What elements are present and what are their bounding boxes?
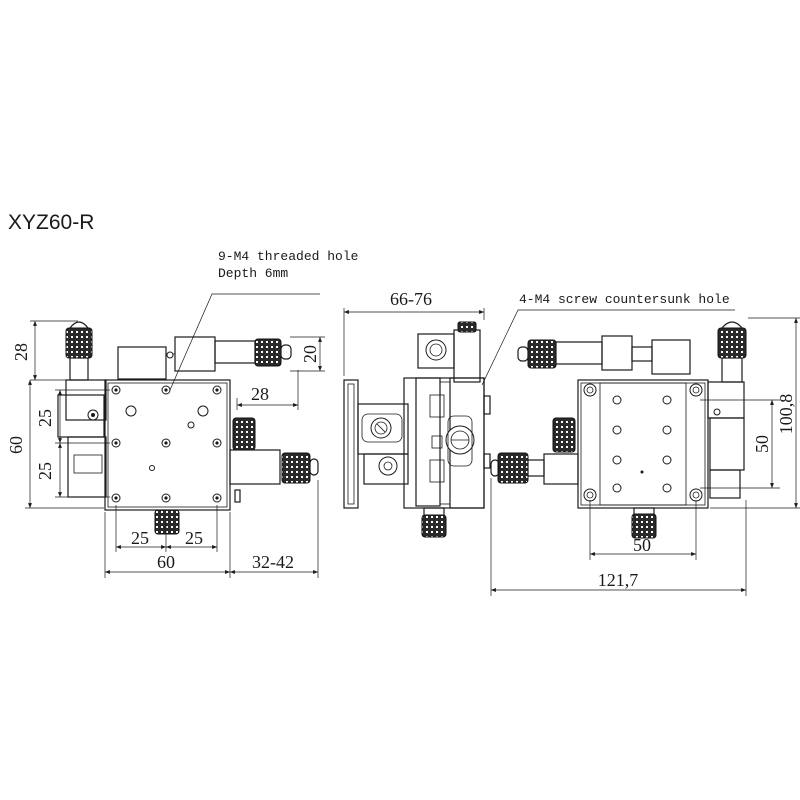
- knurled-knob-z: [65, 327, 93, 359]
- dim-50-horizontal: 50: [633, 535, 651, 555]
- middle-side-view: [343, 321, 491, 538]
- countersunk-hole-note: 4-M4 screw countersunk hole: [519, 292, 730, 307]
- left-top-view: [57, 321, 319, 535]
- dim-25-lower: 25: [35, 462, 55, 480]
- micrometer-housing-top: [117, 346, 167, 380]
- dim-28-vertical: 28: [11, 343, 31, 361]
- dim-60-horizontal: 60: [157, 552, 175, 572]
- dim-100-8: 100,8: [776, 394, 796, 435]
- middle-view-dimensions: 66-76: [343, 289, 485, 376]
- knurled-knob-middle: [421, 514, 447, 538]
- knurled-knob-side: [232, 417, 256, 451]
- mounting-flange: [343, 379, 359, 509]
- right-platform: [577, 379, 709, 509]
- model-title: XYZ60-R: [8, 211, 94, 234]
- right-view-dimensions: 50 100,8 50 121,7: [490, 317, 800, 596]
- dim-60-vertical: 60: [6, 436, 26, 454]
- dim-66-76: 66-76: [390, 289, 432, 309]
- right-bottom-view: [490, 321, 747, 539]
- dim-25-upper: 25: [35, 409, 55, 427]
- threaded-hole-depth-note: Depth 6mm: [218, 266, 288, 281]
- knurled-knob-right-bottom: [631, 513, 657, 539]
- knurled-knob-right-z: [717, 327, 747, 359]
- dim-121-7: 121,7: [598, 570, 639, 590]
- dim-20-vertical: 20: [300, 345, 320, 363]
- threaded-hole-note: 9-M4 threaded hole: [218, 249, 358, 264]
- left-view-dimensions: 28 60 25 25 20 28 25 25 60: [6, 320, 325, 578]
- threaded-hole-leader: [169, 293, 320, 391]
- dim-25-bottom-b: 25: [185, 528, 203, 548]
- dim-28-horizontal: 28: [251, 384, 269, 404]
- knurled-knob-right-side: [552, 417, 576, 453]
- dim-50-vertical: 50: [752, 435, 772, 453]
- knurled-knob-bottom: [154, 509, 180, 535]
- knurled-knob-x: [281, 452, 311, 484]
- knurled-knob-top: [254, 338, 282, 367]
- countersunk-hole-leader: [481, 309, 735, 386]
- knurled-knob-right-x: [497, 452, 529, 484]
- knurled-knob-right-top: [527, 339, 557, 369]
- dim-25-bottom-a: 25: [131, 528, 149, 548]
- dim-32-42: 32-42: [252, 552, 294, 572]
